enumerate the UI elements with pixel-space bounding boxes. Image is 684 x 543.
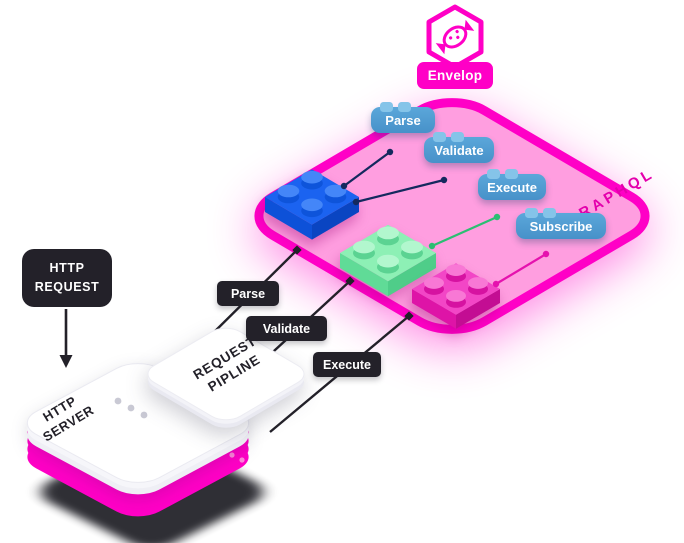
envelop-hexagon-logo: [426, 4, 484, 70]
lego-brick-blue: [265, 169, 359, 240]
pipeline-step-execute: Execute: [313, 352, 381, 377]
lego-studs-icon: [525, 208, 556, 218]
plugin-tab-parse: Parse: [371, 102, 435, 133]
arrow-down-icon: [59, 355, 73, 368]
server-indicator-dots: [114, 397, 148, 419]
request-arrow: [59, 309, 73, 368]
http-request-badge: HTTP REQUEST: [22, 249, 112, 307]
lego-studs-icon: [380, 102, 411, 112]
lego-studs-icon: [487, 169, 518, 179]
lego-brick-green: [340, 224, 436, 297]
http-request-line2: REQUEST: [34, 280, 100, 294]
plugin-tab-label: Subscribe: [529, 218, 593, 234]
request-pipeline-panel: [140, 323, 313, 428]
plugin-connector-lines: [340, 148, 550, 288]
plugin-tab-label: Execute: [487, 179, 537, 195]
lego-brick-magenta: [412, 263, 500, 329]
pipeline-step-validate: Validate: [246, 316, 327, 341]
plugin-tab-execute: Execute: [478, 169, 546, 200]
lego-studs-icon: [433, 132, 464, 142]
pipeline-step-parse: Parse: [217, 281, 279, 306]
plugin-tab-subscribe: Subscribe: [516, 208, 606, 239]
plugin-tab-label: Parse: [385, 112, 421, 128]
plugin-tab-validate: Validate: [424, 132, 494, 163]
http-request-line1: HTTP: [49, 260, 85, 275]
envelop-badge: Envelop: [417, 62, 493, 89]
plugin-tab-label: Validate: [434, 142, 484, 158]
candy-icon: [435, 19, 475, 55]
